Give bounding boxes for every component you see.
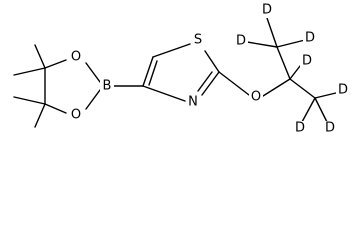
atom-deuterium-5: D (338, 83, 348, 98)
bond-c4-c5 (142, 56, 154, 87)
bond-c2-n (201, 71, 220, 96)
bond-methyl-1 (34, 44, 46, 69)
bond-b-o-top (85, 62, 101, 83)
atom-deuterium-6: D (295, 121, 305, 136)
atom-deuterium-4: D (302, 54, 312, 69)
bond-o-bottom-c (44, 103, 67, 114)
bond-b-o-bottom (85, 89, 101, 110)
bond-cd3-bottom-d2 (301, 97, 316, 123)
atom-ring-oxygen-bottom: O (71, 108, 81, 123)
atom-deuterium-2: D (236, 34, 246, 49)
bond-c4-c5-double (148, 60, 158, 86)
bond-cd3-top-d1 (266, 17, 278, 48)
bond-ch-d (289, 65, 301, 80)
bond-o-top-c (44, 59, 67, 69)
bond-cd3-bottom-d3 (314, 97, 328, 123)
bond-c2-n-double (197, 71, 213, 92)
bond-s-c2 (204, 50, 220, 73)
bond-c2-o (218, 71, 250, 96)
bond-cd3-top-d2 (246, 41, 278, 48)
bond-ch-cd3-bottom (289, 78, 316, 99)
bond-ch-cd3-top (276, 46, 291, 80)
bonds (13, 17, 341, 128)
atom-nitrogen: N (188, 95, 198, 110)
atom-boron: B (103, 79, 112, 94)
bond-cd3-bottom-d1 (314, 91, 341, 99)
bond-cd3-top-d3 (276, 39, 306, 48)
bond-methyl-2 (13, 67, 46, 76)
bond-c5-s (152, 43, 191, 58)
atom-ring-oxygen-top: O (71, 50, 81, 65)
atom-labels: B O O S N O D D D D D D D (69, 3, 350, 136)
atom-deuterium-1: D (262, 3, 272, 18)
structure-diagram: B O O S N O D D D D D D D (13, 3, 350, 136)
bond-n-c4 (142, 85, 186, 102)
atom-sulfur: S (194, 33, 202, 48)
atom-deuterium-3: D (305, 31, 315, 46)
atom-ether-oxygen: O (251, 90, 261, 105)
bond-methyl-3 (13, 96, 46, 105)
bond-o-ch (262, 78, 291, 97)
bond-methyl-4 (34, 103, 46, 128)
molecule-drawing: B O O S N O D D D D D D D (13, 3, 350, 136)
atom-deuterium-7: D (325, 121, 335, 136)
